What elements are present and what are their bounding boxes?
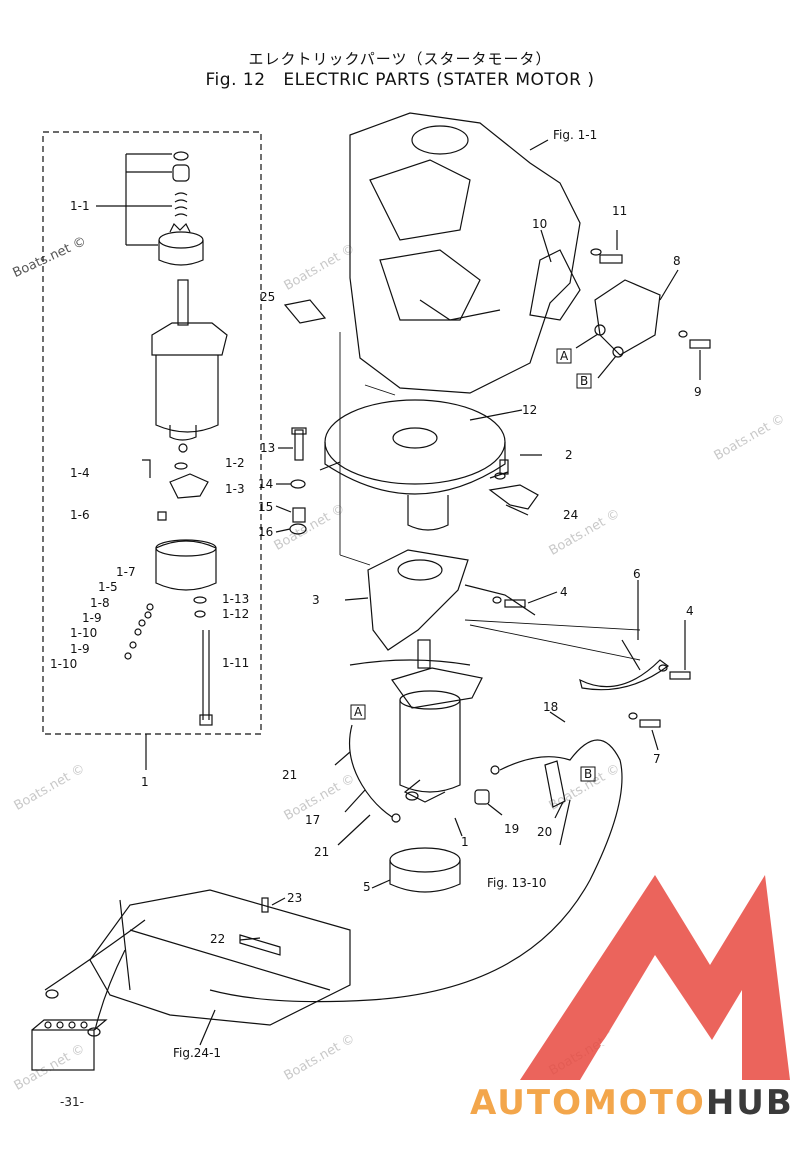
callout-label: 6 bbox=[633, 567, 641, 581]
starter-motor bbox=[349, 639, 483, 837]
callout-label: 25 bbox=[260, 290, 276, 304]
callout-label: 1-1 bbox=[70, 199, 90, 213]
callout-label: 15 bbox=[258, 500, 274, 514]
callout-label: 5 bbox=[363, 880, 371, 894]
callout-label: 8 bbox=[673, 254, 681, 268]
starter-relay-assembly bbox=[529, 229, 711, 380]
callout-label: 14 bbox=[258, 477, 274, 491]
callout-label: 16 bbox=[258, 525, 274, 539]
callout-label: 1-2 bbox=[225, 456, 245, 470]
hardware-2-24-4 bbox=[488, 454, 691, 680]
logo-text-part2: HUB bbox=[705, 1083, 794, 1123]
callout-label: 1-10 bbox=[50, 657, 78, 671]
starter-bracket bbox=[344, 549, 536, 651]
rubber-ring bbox=[371, 847, 461, 893]
callout-label: 7 bbox=[653, 752, 661, 766]
callout-label: 1-9 bbox=[70, 642, 90, 656]
callout-label: 1-4 bbox=[70, 466, 90, 480]
diagram-title: Fig. 12 ELECTRIC PARTS (STATER MOTOR ) bbox=[0, 70, 800, 90]
figure-reference: Fig. 13-10 bbox=[487, 876, 547, 890]
engine-block-outline bbox=[349, 112, 581, 394]
callout-label: 1 bbox=[141, 775, 149, 789]
title-text: ELECTRIC PARTS (STATER MOTOR ) bbox=[283, 70, 595, 90]
lower-cowl-frame bbox=[31, 889, 351, 1071]
callout-label: 17 bbox=[305, 813, 321, 827]
reference-box-letter: A bbox=[354, 705, 363, 719]
bolt-stack-13-16 bbox=[275, 427, 307, 535]
callout-label: 12 bbox=[522, 403, 538, 417]
callout-label: 1-10 bbox=[70, 626, 98, 640]
callout-label: 13 bbox=[260, 441, 276, 455]
callout-label: 1-3 bbox=[225, 482, 245, 496]
callout-label: 1-5 bbox=[98, 580, 118, 594]
automotohub-wordmark: AUTOMOTOHUB bbox=[470, 1083, 794, 1123]
flywheel-cover bbox=[319, 399, 523, 531]
logo-text-part1: AUTOMOTO bbox=[470, 1083, 706, 1123]
callout-label: 1-8 bbox=[90, 596, 110, 610]
callout-label: 22 bbox=[210, 932, 226, 946]
callout-label: 19 bbox=[504, 822, 520, 836]
figure-label: Fig. 12 bbox=[205, 70, 266, 90]
callout-label: 4 bbox=[560, 585, 568, 599]
starter-motor-body-exploded bbox=[124, 279, 228, 726]
callout-label: 1-11 bbox=[222, 656, 250, 670]
callout-label: 21 bbox=[282, 768, 298, 782]
reference-box-letter: A bbox=[560, 349, 569, 363]
leader-lines bbox=[339, 332, 641, 661]
callout-label: 1-6 bbox=[70, 508, 90, 522]
reference-box-letter: B bbox=[580, 374, 589, 388]
figure-reference: Fig.24-1 bbox=[173, 1046, 222, 1060]
battery-leads bbox=[334, 724, 401, 846]
motor-clamp-band bbox=[579, 580, 670, 751]
starter-cable bbox=[209, 711, 623, 1003]
callout-label: 4 bbox=[686, 604, 694, 618]
callout-label: 11 bbox=[612, 204, 628, 218]
automotohub-logo bbox=[520, 875, 790, 1080]
callout-label: 1-9 bbox=[82, 611, 102, 625]
reference-boxes bbox=[350, 348, 596, 782]
figure-reference: Fig. 1-1 bbox=[553, 128, 598, 142]
callout-label: 9 bbox=[694, 385, 702, 399]
japanese-title: エレクトリックパーツ（スタータモータ） bbox=[248, 50, 552, 68]
callout-label: 24 bbox=[563, 508, 579, 522]
callout-label: 2 bbox=[565, 448, 573, 462]
callout-label: 20 bbox=[537, 825, 553, 839]
callout-label: 21 bbox=[314, 845, 330, 859]
callout-label: 1-12 bbox=[222, 607, 250, 621]
starter-pinion-parts bbox=[96, 151, 204, 266]
callout-label: 23 bbox=[287, 891, 303, 905]
callout-label: 3 bbox=[312, 593, 320, 607]
callout-label: 1-13 bbox=[222, 592, 250, 606]
callout-label: 1 bbox=[461, 835, 469, 849]
page-number: -31- bbox=[60, 1095, 84, 1109]
callout-label: 18 bbox=[543, 700, 559, 714]
reference-box-letter: B bbox=[584, 767, 593, 781]
callout-label: 10 bbox=[532, 217, 548, 231]
gasket-25 bbox=[283, 299, 327, 324]
callout-label: 1-7 bbox=[116, 565, 136, 579]
